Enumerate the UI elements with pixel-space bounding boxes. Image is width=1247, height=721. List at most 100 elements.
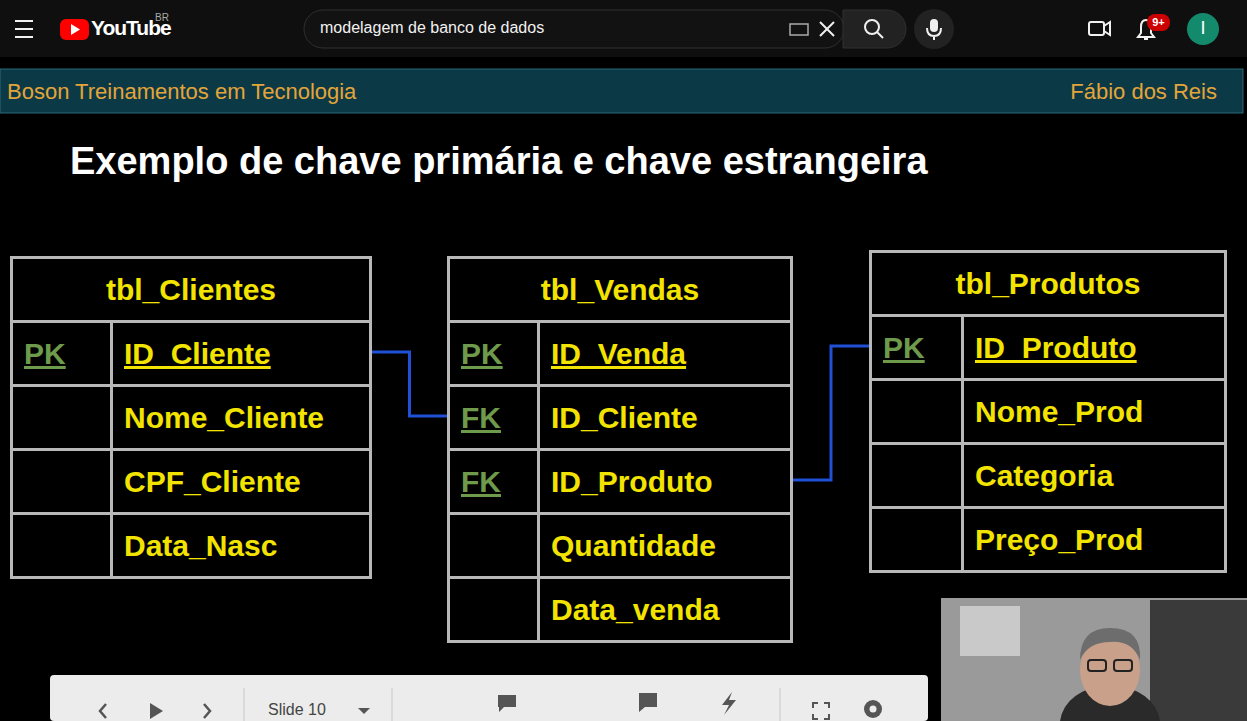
key-cell [450, 515, 540, 576]
menu-line [15, 20, 33, 22]
menu-line [15, 28, 33, 30]
next-icon [204, 704, 210, 718]
field-name: Preço_Prod [975, 523, 1143, 556]
screen-label: Slide 10 [268, 701, 326, 719]
field-name: ID_Cliente [551, 401, 698, 434]
table-row: CPF_Cliente [13, 448, 369, 512]
table-header: tbl_Vendas [450, 259, 790, 320]
screen-label: I [1193, 18, 1213, 39]
table-row: PK ID_Venda [450, 320, 790, 384]
table-row: FK ID_Produto [450, 448, 790, 512]
field-name: CPF_Cliente [124, 465, 301, 498]
notes-icon [639, 693, 657, 712]
avatar [1187, 13, 1219, 45]
mic-icon [927, 28, 941, 40]
field-cell: ID_Produto [964, 317, 1224, 378]
play-icon [150, 703, 163, 719]
webcam-wall [941, 598, 1247, 721]
create-icon [1089, 22, 1104, 35]
slide-controls [50, 675, 928, 721]
table-row: Quantidade [450, 512, 790, 576]
table-row: Nome_Cliente [13, 384, 369, 448]
mic-button [914, 9, 954, 49]
field-name: ID_Produto [551, 465, 713, 498]
table-row: Data_Nasc [13, 512, 369, 576]
field-cell: Nome_Cliente [113, 387, 369, 448]
field-name: Quantidade [551, 529, 716, 562]
dropdown-icon [358, 708, 370, 714]
create-icon [1104, 22, 1110, 35]
field-name: ID_Cliente [124, 337, 271, 370]
key-cell [450, 579, 540, 640]
settings-icon [864, 700, 882, 718]
key-tag: PK [461, 337, 503, 370]
separator [392, 688, 393, 721]
field-cell: ID_Venda [540, 323, 790, 384]
key-cell [13, 515, 113, 576]
menu-line [15, 36, 33, 38]
menu-icon [15, 21, 33, 37]
field-name: Data_Nasc [124, 529, 277, 562]
webcam-feed [941, 598, 1247, 721]
key-cell: PK [872, 317, 964, 378]
field-cell: Preço_Prod [964, 509, 1224, 570]
clear-icon [820, 22, 834, 36]
key-cell: FK [450, 387, 540, 448]
settings-icon [870, 706, 877, 713]
logo-play [71, 24, 80, 35]
comment-icon [498, 695, 516, 712]
table-title: tbl_Vendas [541, 273, 699, 306]
table-row: Nome_Prod [872, 378, 1224, 442]
webcam-shelf [1150, 600, 1247, 721]
webcam-glasses [1114, 660, 1132, 671]
field-cell: ID_Cliente [113, 323, 369, 384]
field-cell: Data_Nasc [113, 515, 369, 576]
key-cell [872, 381, 964, 442]
webcam-board [960, 606, 1020, 656]
table-title: tbl_Clientes [106, 273, 276, 306]
relation-line [790, 346, 872, 480]
top-bar [0, 0, 1247, 57]
key-cell [872, 445, 964, 506]
table-header: tbl_Produtos [872, 253, 1224, 314]
field-name: ID_Venda [551, 337, 686, 370]
table-header: tbl_Clientes [13, 259, 369, 320]
keyboard-icon [790, 24, 808, 35]
screen-label: Boson Treinamentos em Tecnologia [7, 79, 356, 104]
key-tag: PK [883, 331, 925, 364]
field-cell: Data_venda [540, 579, 790, 640]
table-box: tbl_VendasPKID_VendaFKID_ClienteFKID_Pro… [447, 256, 793, 643]
table-row: Data_venda [450, 576, 790, 640]
key-cell [13, 451, 113, 512]
field-name: Categoria [975, 459, 1113, 492]
field-cell: ID_Produto [540, 451, 790, 512]
fullscreen-icon [813, 703, 829, 719]
search-icon [865, 20, 879, 34]
field-name: ID_Produto [975, 331, 1137, 364]
webcam-hair [1080, 628, 1140, 660]
slide-banner [0, 69, 1243, 113]
notification-badge [1147, 14, 1170, 31]
flash-icon [722, 692, 736, 715]
search-box [304, 10, 844, 48]
prev-icon [100, 704, 106, 718]
table-row: PK ID_Cliente [13, 320, 369, 384]
separator [780, 688, 781, 721]
field-name: Nome_Prod [975, 395, 1143, 428]
mic-icon [930, 19, 938, 32]
field-cell: Quantidade [540, 515, 790, 576]
field-cell: ID_Cliente [540, 387, 790, 448]
field-cell: Categoria [964, 445, 1224, 506]
clear-icon [820, 22, 834, 36]
table-row: FK ID_Cliente [450, 384, 790, 448]
key-tag: FK [461, 465, 501, 498]
screen-label: 9+ [1147, 16, 1170, 29]
key-tag: PK [24, 337, 66, 370]
key-cell [13, 387, 113, 448]
key-cell: FK [450, 451, 540, 512]
field-cell: CPF_Cliente [113, 451, 369, 512]
screen-label: modelagem de banco de dados [320, 19, 544, 37]
key-cell: PK [450, 323, 540, 384]
screen-label: BR [155, 12, 169, 24]
